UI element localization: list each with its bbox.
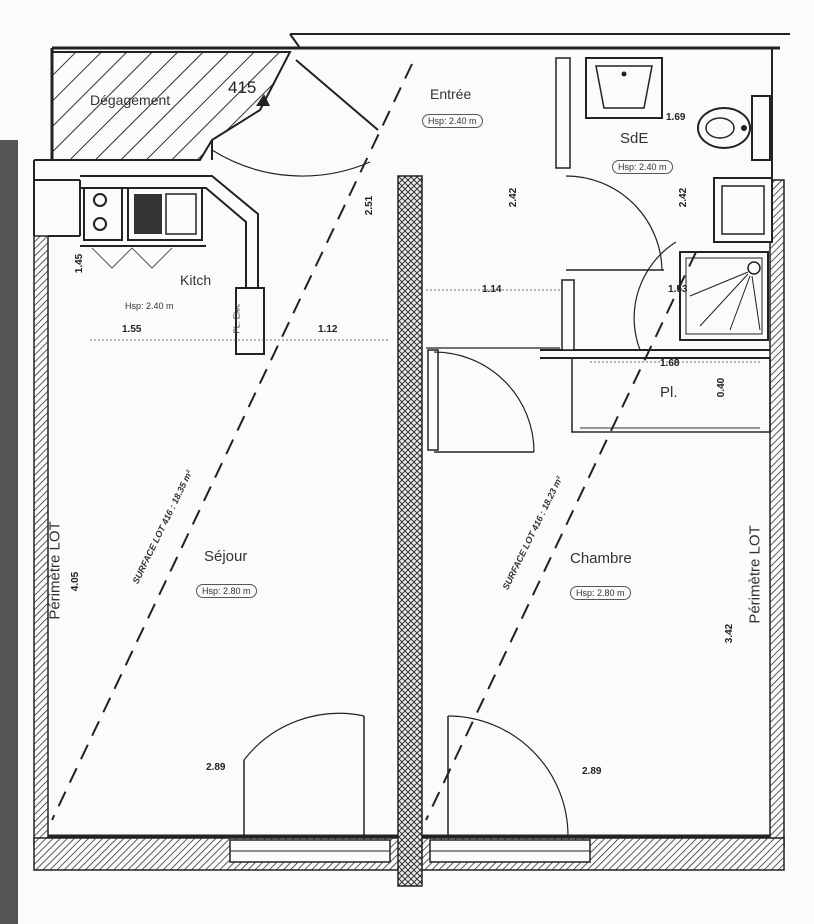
right-exterior-wall — [769, 179, 785, 849]
perimeter-label-right: Périmètre LOT — [746, 525, 764, 624]
dim-1-12: 1.12 — [318, 324, 338, 335]
dim-2-89-left: 2.89 — [206, 762, 226, 773]
lot-marker — [256, 94, 270, 106]
toilet — [697, 95, 771, 161]
surface-diagonal-left — [51, 63, 413, 821]
chambre-door — [426, 347, 560, 453]
chambre-hsp: Hsp: 2.80 m — [570, 586, 631, 600]
scan-edge-shadow — [0, 140, 18, 924]
dim-4-05: 4.05 — [70, 571, 82, 592]
kitchen-counter — [80, 175, 259, 301]
shower — [633, 177, 773, 351]
surface-diagonal-right — [425, 251, 697, 821]
dim-2-42-sde: 2.42 — [678, 187, 690, 208]
placard-label: Pl. — [660, 384, 678, 401]
electrical-panel — [235, 287, 265, 355]
washbasin — [585, 57, 663, 119]
dim-1-69: 1.69 — [666, 112, 686, 123]
dim-1-45: 1.45 — [74, 253, 86, 274]
degagement-area — [51, 51, 292, 161]
sejour-window-door — [243, 712, 365, 836]
entree-hsp: Hsp: 2.40 m — [422, 114, 483, 128]
dim-1-55: 1.55 — [122, 324, 142, 335]
dimension-lines — [90, 289, 760, 363]
dim-1-53: 1.53 — [668, 284, 688, 295]
dim-1-14: 1.14 — [482, 284, 502, 295]
sde-hsp: Hsp: 2.40 m — [612, 160, 673, 174]
perimeter-label-left: Périmètre LOT — [46, 521, 64, 620]
kitch-label: Kitch — [180, 272, 212, 288]
top-wall — [50, 33, 790, 160]
dim-1-68: 1.68 — [660, 358, 680, 369]
dim-3-42: 3.42 — [724, 623, 736, 644]
central-party-wall — [397, 175, 423, 887]
chambre-label: Chambre — [570, 550, 632, 567]
dim-2-51: 2.51 — [364, 195, 376, 216]
dim-0-40: 0.40 — [716, 377, 728, 398]
entry-door — [211, 59, 379, 177]
sejour-label: Séjour — [204, 548, 248, 565]
degagement-label: Dégagement — [90, 92, 171, 108]
entree-label: Entrée — [430, 86, 472, 102]
sde-label: SdE — [620, 130, 649, 147]
sejour-hsp: Hsp: 2.80 m — [196, 584, 257, 598]
lot-number: 415 — [228, 78, 257, 97]
dim-2-42-entree: 2.42 — [508, 187, 520, 208]
electrical-panel-label: PL. Elec — [232, 303, 242, 334]
kitch-hsp: Hsp: 2.40 m — [120, 300, 179, 312]
placard-closet — [571, 357, 771, 433]
dim-2-89-right: 2.89 — [582, 766, 602, 777]
